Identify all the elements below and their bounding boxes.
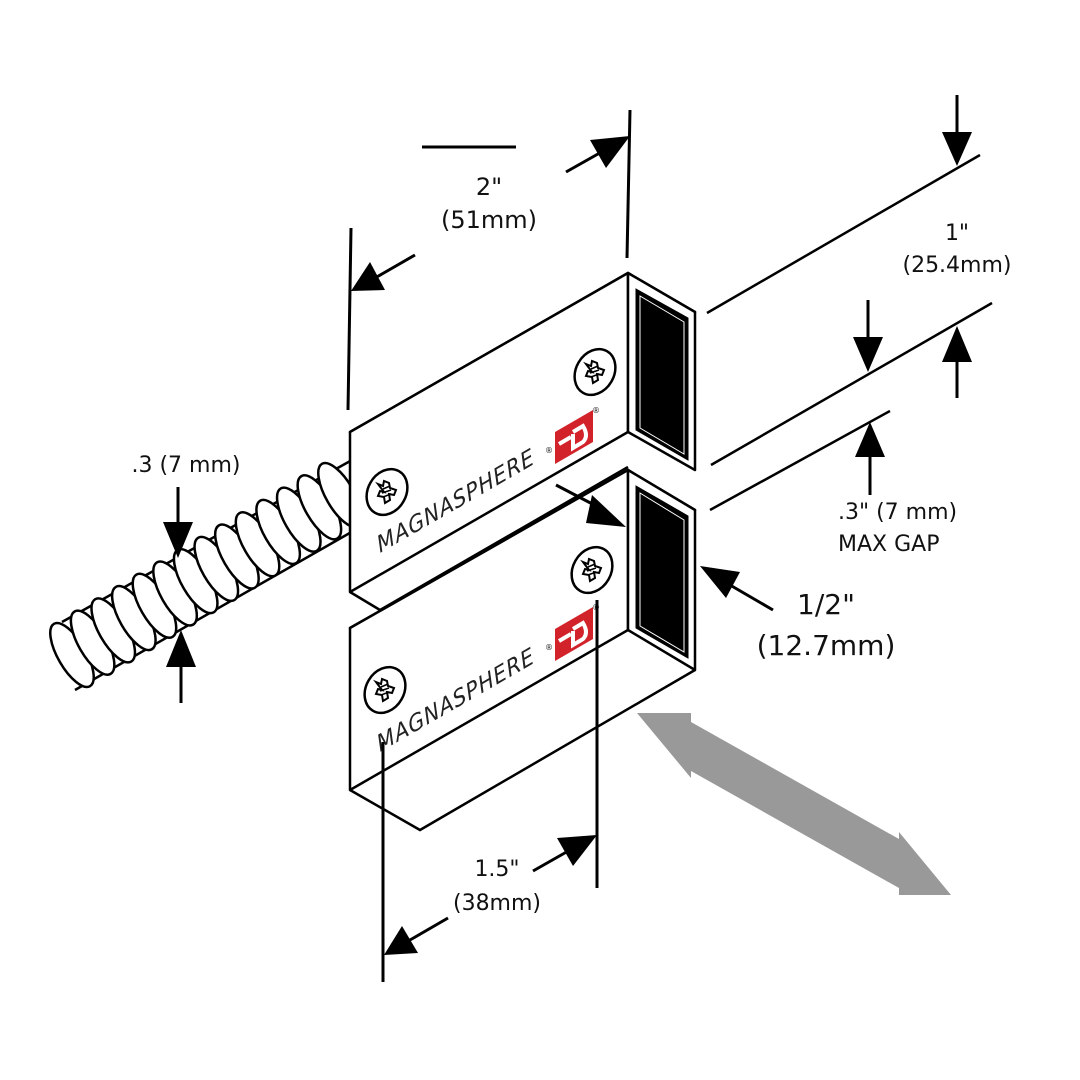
upper-pole-face <box>635 288 689 461</box>
cable-label: .3 (7 mm) <box>131 453 240 478</box>
length-metric: (51mm) <box>441 206 537 234</box>
motion-double-arrow-icon <box>637 713 951 895</box>
width-dimension: 1/2" (12.7mm) <box>700 566 895 662</box>
width-imperial: 1/2" <box>797 588 855 621</box>
cable-dimension: .3 (7 mm) <box>131 453 241 703</box>
height-metric: (25.4mm) <box>902 253 1011 278</box>
cable-ribs <box>49 461 363 689</box>
length-imperial: 2" <box>476 173 502 201</box>
mount-metric: (38mm) <box>453 891 541 916</box>
gap-dimension: .3" (7 mm) MAX GAP <box>555 409 957 557</box>
width-metric: (12.7mm) <box>757 629 896 662</box>
mount-dimension: 1.5" (38mm) <box>381 600 599 982</box>
lower-pole-face <box>635 485 689 659</box>
length-dimension: 2" (51mm) <box>346 109 632 411</box>
height-imperial: 1" <box>945 221 969 246</box>
registered-mark: ® <box>545 643 554 652</box>
height-dimension: 1" (25.4mm) <box>706 95 1012 467</box>
registered-mark: ® <box>592 406 601 415</box>
lower-sensor-body: MAGNASPHERE ® ® <box>348 468 697 832</box>
cable <box>49 458 363 692</box>
registered-mark: ® <box>545 446 554 455</box>
gap-imperial: .3" (7 mm) <box>838 500 957 525</box>
mount-imperial: 1.5" <box>474 857 519 882</box>
upper-sensor-body: MAGNASPHERE ® ® <box>348 271 697 612</box>
gap-note: MAX GAP <box>838 532 939 557</box>
